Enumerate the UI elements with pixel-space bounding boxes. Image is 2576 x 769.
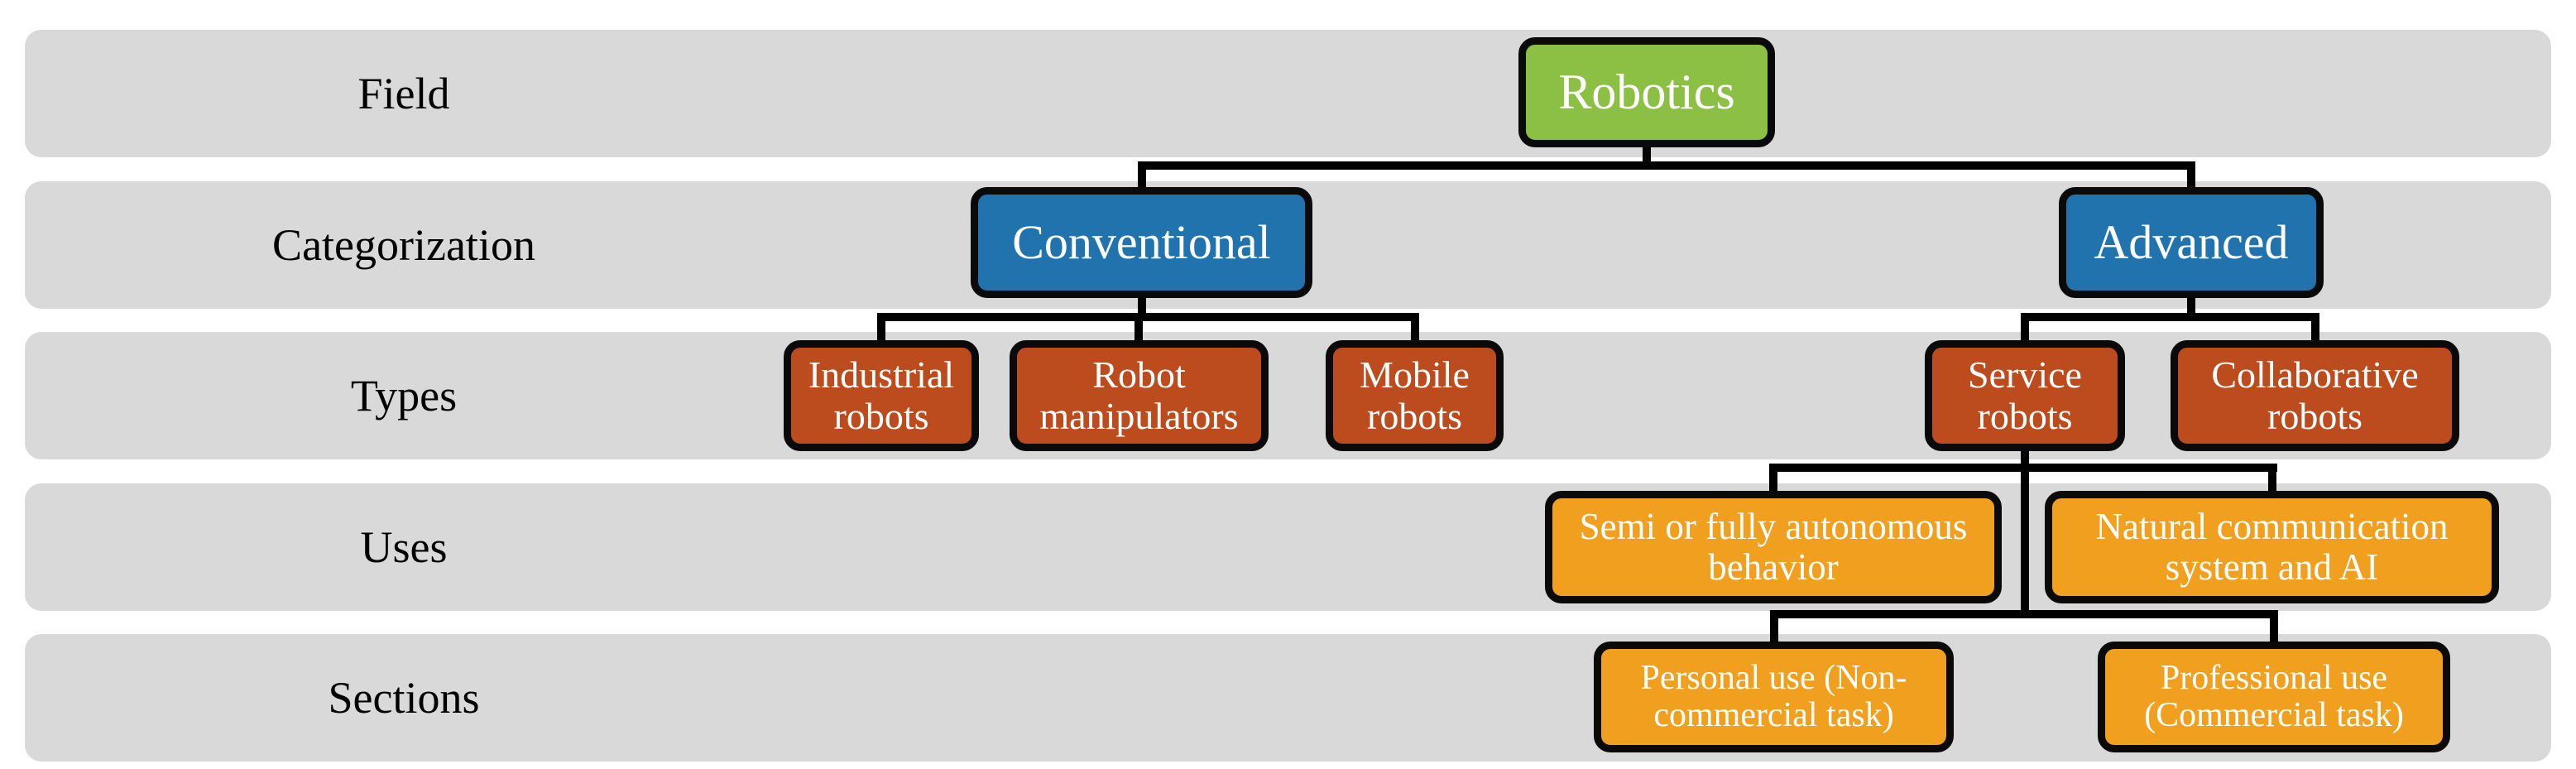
connector-advanced-drop: [2187, 166, 2195, 187]
connector-advanced-stem: [2187, 298, 2195, 321]
row-label-uses: Uses: [360, 522, 448, 572]
connector-personal-drop: [1770, 614, 1778, 642]
band-types: [25, 332, 2551, 459]
connector-collaborative-drop: [2311, 317, 2319, 340]
connector-manipulators-drop: [1134, 317, 1143, 340]
node-service-robots: Service robots: [1925, 340, 2125, 451]
node-industrial-robots: Industrial robots: [784, 340, 979, 451]
row-label-sections: Sections: [328, 673, 480, 723]
band-field: [25, 30, 2551, 157]
connector-sections-rail: [1770, 610, 2278, 618]
row-label-field: Field: [357, 69, 450, 118]
connector-categorization-rail: [1138, 161, 2195, 170]
node-collaborative-robots: Collaborative robots: [2171, 340, 2459, 451]
node-conventional: Conventional: [971, 187, 1312, 298]
row-label-categorization: Categorization: [272, 220, 535, 270]
connector-mobile-drop: [1411, 317, 1419, 340]
connector-service-drop: [2021, 317, 2029, 340]
connector-service-stem: [2021, 451, 2029, 618]
node-robotics: Robotics: [1518, 37, 1775, 147]
connector-types-left-rail: [877, 313, 1419, 321]
node-semi-autonomous-behavior: Semi or fully autonomous behavior: [1545, 491, 2002, 603]
connector-types-right-rail: [2021, 313, 2319, 321]
connector-semi-drop: [1769, 468, 1777, 491]
connector-conventional-drop: [1138, 166, 1146, 187]
node-professional-use: Professional use (Commercial task): [2098, 642, 2450, 752]
node-natural-communication: Natural communication system and AI: [2045, 491, 2499, 603]
connector-industrial-drop: [877, 317, 885, 340]
connector-uses-rail: [1769, 464, 2277, 472]
node-advanced: Advanced: [2059, 187, 2324, 298]
connector-natural-drop: [2268, 468, 2276, 491]
node-robot-manipulators: Robot manipulators: [1010, 340, 1269, 451]
node-personal-use: Personal use (Non-commercial task): [1594, 642, 1954, 752]
connector-professional-drop: [2270, 614, 2278, 642]
connector-robotics-stem: [1643, 147, 1651, 170]
node-mobile-robots: Mobile robots: [1326, 340, 1504, 451]
connector-conventional-stem: [1138, 298, 1146, 321]
row-label-types: Types: [350, 371, 458, 421]
